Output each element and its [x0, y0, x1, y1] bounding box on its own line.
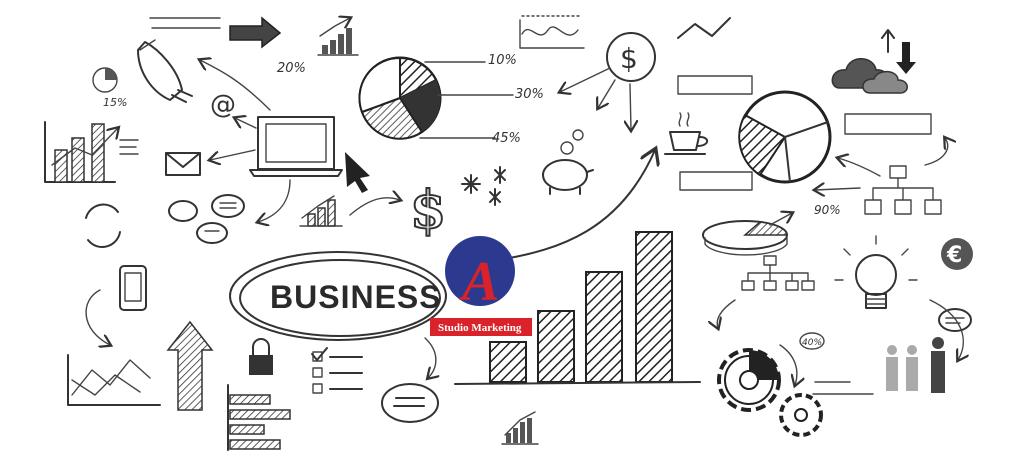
percent-label-top-left: 20% — [277, 61, 306, 76]
cursor-icon — [345, 152, 370, 193]
org-chart-right — [864, 165, 942, 215]
envelope-icon — [165, 152, 201, 176]
speech-bubble-right — [938, 308, 972, 332]
line-chart-bottom-left — [67, 354, 161, 406]
wave-chart — [519, 15, 585, 49]
chat-bubbles-icon — [168, 194, 245, 244]
logo-letter: A — [459, 251, 499, 313]
phone-icon — [119, 265, 147, 311]
network-diagram-icon — [741, 255, 815, 291]
progress-ring-icon — [92, 67, 118, 93]
percent-label-right-pie: 90% — [814, 203, 841, 217]
horizontal-bar-chart — [227, 384, 291, 451]
rocket-icon — [137, 39, 193, 103]
business-word: BUSINESS — [270, 279, 442, 315]
percent-label-gear: 40% — [802, 338, 822, 348]
left-bar-chart — [44, 121, 139, 183]
coffee-cup-icon — [664, 112, 709, 155]
small-bar-chart-top — [317, 18, 359, 56]
lock-icon — [249, 338, 273, 375]
refresh-icon — [85, 203, 121, 248]
dollar-coin-icon: $ — [606, 32, 656, 82]
piggy-bank-icon — [542, 129, 594, 195]
percent-label-rocket: 15% — [103, 96, 127, 109]
line-chart-top-right — [677, 17, 731, 39]
cloud-sync-icon — [831, 29, 916, 94]
euro-coin-icon — [941, 238, 973, 270]
pie-chart-main — [358, 56, 514, 140]
small-bar-chart-bottom — [501, 411, 539, 445]
formula-note — [149, 17, 221, 29]
gear-percent-bubble — [799, 332, 825, 350]
right-arrow-icon — [229, 16, 282, 49]
growth-arrow — [497, 150, 655, 261]
growth-bar-chart — [454, 231, 701, 385]
laptop-icon — [249, 116, 343, 177]
logo-caption: Studio Marketing — [438, 322, 522, 334]
speech-bubble-bottom — [381, 383, 439, 423]
percent-label-pie-c: 45% — [492, 131, 521, 146]
pie-chart-right — [677, 75, 932, 191]
at-sign-icon: @ — [210, 90, 236, 120]
dollar-sign-icon: $ — [410, 180, 446, 241]
people-icon — [886, 337, 945, 393]
checklist-icon — [311, 347, 363, 394]
up-arrow-icon — [166, 320, 214, 411]
gears-icon — [717, 348, 823, 437]
studio-marketing-logo — [430, 236, 532, 336]
svg-text:$: $ — [620, 42, 638, 75]
sparkle-icons — [461, 166, 506, 206]
formula-note-bottom — [812, 381, 874, 395]
percent-label-pie-b: 30% — [515, 87, 544, 102]
percent-label-pie-a: 10% — [488, 53, 517, 68]
business-ellipse — [229, 251, 447, 341]
light-bulb-icon — [834, 235, 918, 309]
flat-pie-chart — [702, 213, 792, 256]
euro-sign: € — [946, 243, 962, 268]
small-bar-chart-mid — [299, 195, 343, 227]
